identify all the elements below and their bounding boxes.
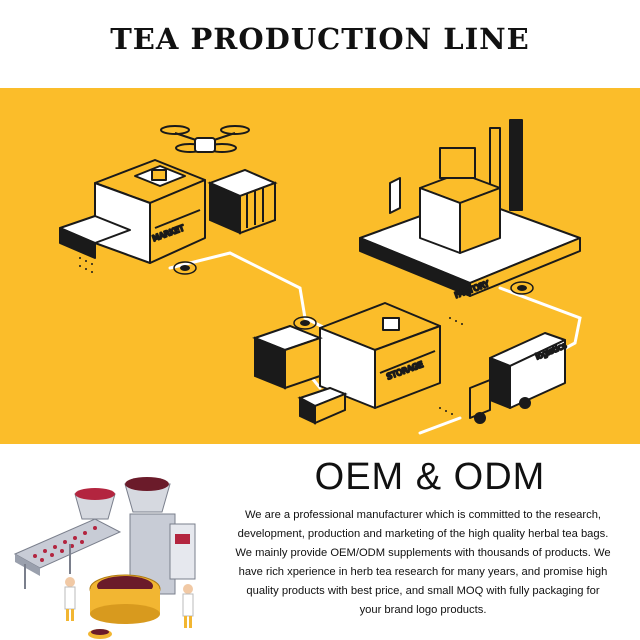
description-line: your brand logo products. [359, 604, 487, 616]
tea-machine-icon [13, 477, 196, 639]
description-line: quality products with best price, and sm… [246, 585, 600, 597]
description-line: development, production and marketing of… [237, 528, 609, 540]
halftone-dots [79, 257, 463, 415]
container-icon [207, 168, 278, 235]
description-line: We mainly provide OEM/ODM supplements wi… [235, 547, 611, 559]
production-banner: MARKET FACTORY [0, 88, 640, 444]
location-pin-icon [173, 261, 197, 275]
worker-icon [182, 584, 194, 628]
description-line: have rich xperience in herb tea research… [238, 566, 608, 578]
production-line-illustration: MARKET FACTORY [59, 119, 582, 435]
delivery-truck-icon: logistics [469, 332, 569, 424]
conveyor-icon [13, 518, 122, 589]
route-path [168, 251, 582, 435]
storage-building-icon: STORAGE [319, 302, 441, 409]
description-line: We are a professional manufacturer which… [244, 509, 602, 521]
oem-section: OEM & ODM We are a professional manufact… [0, 444, 640, 640]
forklift-icon [297, 386, 348, 425]
container-icon [252, 324, 323, 390]
oem-heading: OEM & ODM [314, 456, 546, 498]
factory-icon: FACTORY [359, 119, 581, 301]
oem-description: We are a professional manufacturer which… [210, 506, 636, 620]
worker-icon [64, 577, 76, 621]
location-pin-icon [510, 281, 534, 295]
location-pin-icon [293, 316, 317, 330]
page-title: TEA PRODUCTION LINE [110, 22, 530, 56]
drone-icon [160, 125, 250, 153]
market-building-icon: MARKET [59, 159, 206, 264]
